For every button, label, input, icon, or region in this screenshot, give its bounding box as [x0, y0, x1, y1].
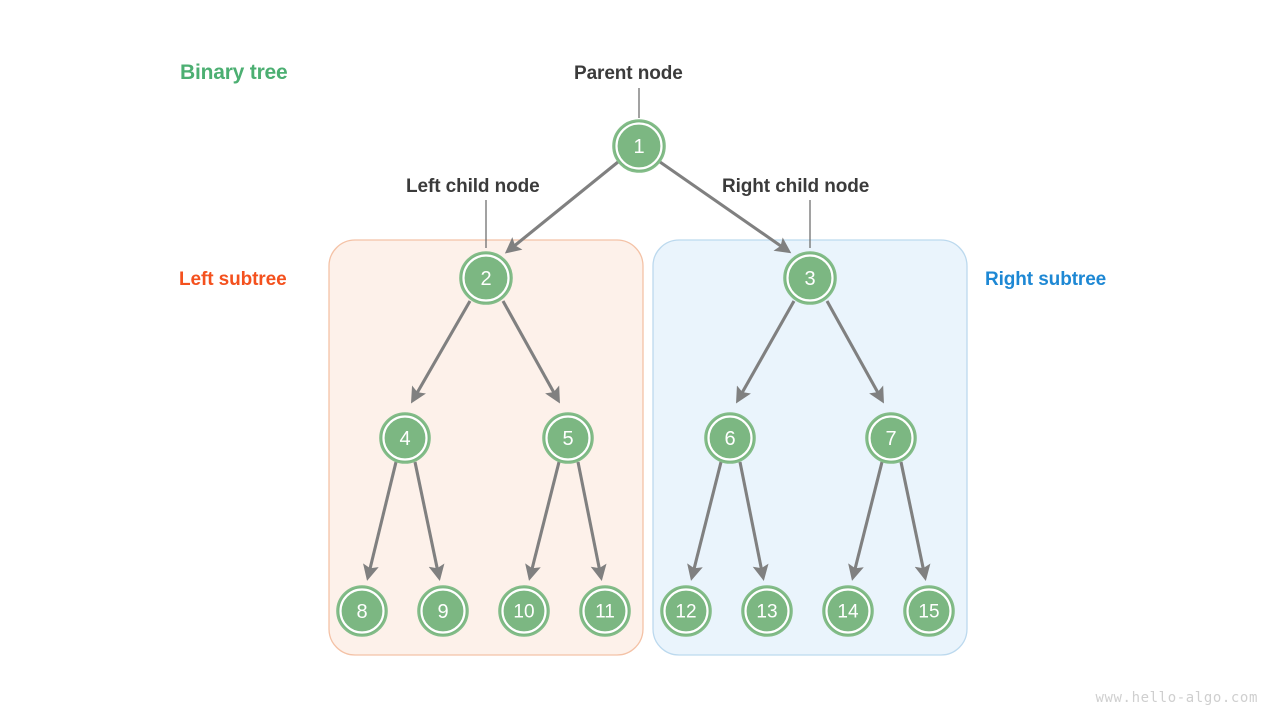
node-label: 3	[804, 268, 815, 290]
node-label: 14	[837, 602, 859, 623]
node-label: 15	[918, 602, 939, 623]
node-label: 4	[399, 428, 410, 450]
tree-node-7[interactable]: 7	[865, 412, 917, 464]
tree-node-12[interactable]: 12	[660, 585, 712, 637]
diagram-title: Binary tree	[180, 61, 288, 84]
edge-1-3	[659, 160, 792, 254]
node-label: 7	[885, 428, 896, 450]
edge-2-4	[410, 300, 472, 404]
edge-3-6	[736, 300, 796, 404]
edge-2-5	[501, 300, 560, 404]
tree-node-1[interactable]: 1	[612, 119, 666, 173]
tree-node-8[interactable]: 8	[336, 585, 388, 637]
node-label: 12	[675, 602, 696, 623]
tree-node-11[interactable]: 11	[579, 585, 631, 637]
edge-5-10	[525, 461, 561, 581]
tree-node-6[interactable]: 6	[704, 412, 756, 464]
node-label: 5	[562, 428, 573, 450]
annotation-right-child-node: Right child node	[722, 176, 870, 197]
tree-node-3[interactable]: 3	[783, 251, 837, 305]
edge-1-2	[504, 160, 619, 254]
tree-node-9[interactable]: 9	[417, 585, 469, 637]
annotation-right-subtree: Right subtree	[985, 269, 1107, 290]
tree-nodes: 1 2 3 4 5	[336, 119, 955, 637]
node-label: 8	[356, 601, 367, 623]
annotation-left-subtree: Left subtree	[179, 269, 287, 290]
tree-node-10[interactable]: 10	[498, 585, 550, 637]
edge-6-13	[738, 461, 769, 581]
tree-node-13[interactable]: 13	[741, 585, 793, 637]
tree-node-2[interactable]: 2	[459, 251, 513, 305]
edge-5-11	[576, 461, 607, 581]
node-label: 9	[437, 601, 448, 623]
node-label: 2	[480, 268, 491, 290]
edge-4-8	[363, 461, 398, 581]
annotation-left-child-node: Left child node	[406, 176, 540, 197]
node-label: 10	[513, 602, 534, 623]
edge-7-15	[899, 461, 931, 581]
tree-node-14[interactable]: 14	[822, 585, 874, 637]
node-label: 6	[724, 428, 735, 450]
annotation-parent-node: Parent node	[574, 63, 683, 84]
edge-4-9	[413, 461, 445, 581]
edge-7-14	[848, 461, 884, 581]
edge-3-7	[825, 300, 884, 404]
tree-node-4[interactable]: 4	[379, 412, 431, 464]
tree-edges	[363, 160, 931, 581]
edge-6-12	[687, 461, 723, 581]
node-label: 13	[756, 602, 777, 623]
node-label: 11	[595, 602, 615, 623]
annotation-leader-lines	[485, 88, 811, 248]
tree-node-5[interactable]: 5	[542, 412, 594, 464]
watermark: www.hello-algo.com	[1095, 690, 1258, 706]
node-label: 1	[633, 136, 644, 158]
tree-node-15[interactable]: 15	[903, 585, 955, 637]
